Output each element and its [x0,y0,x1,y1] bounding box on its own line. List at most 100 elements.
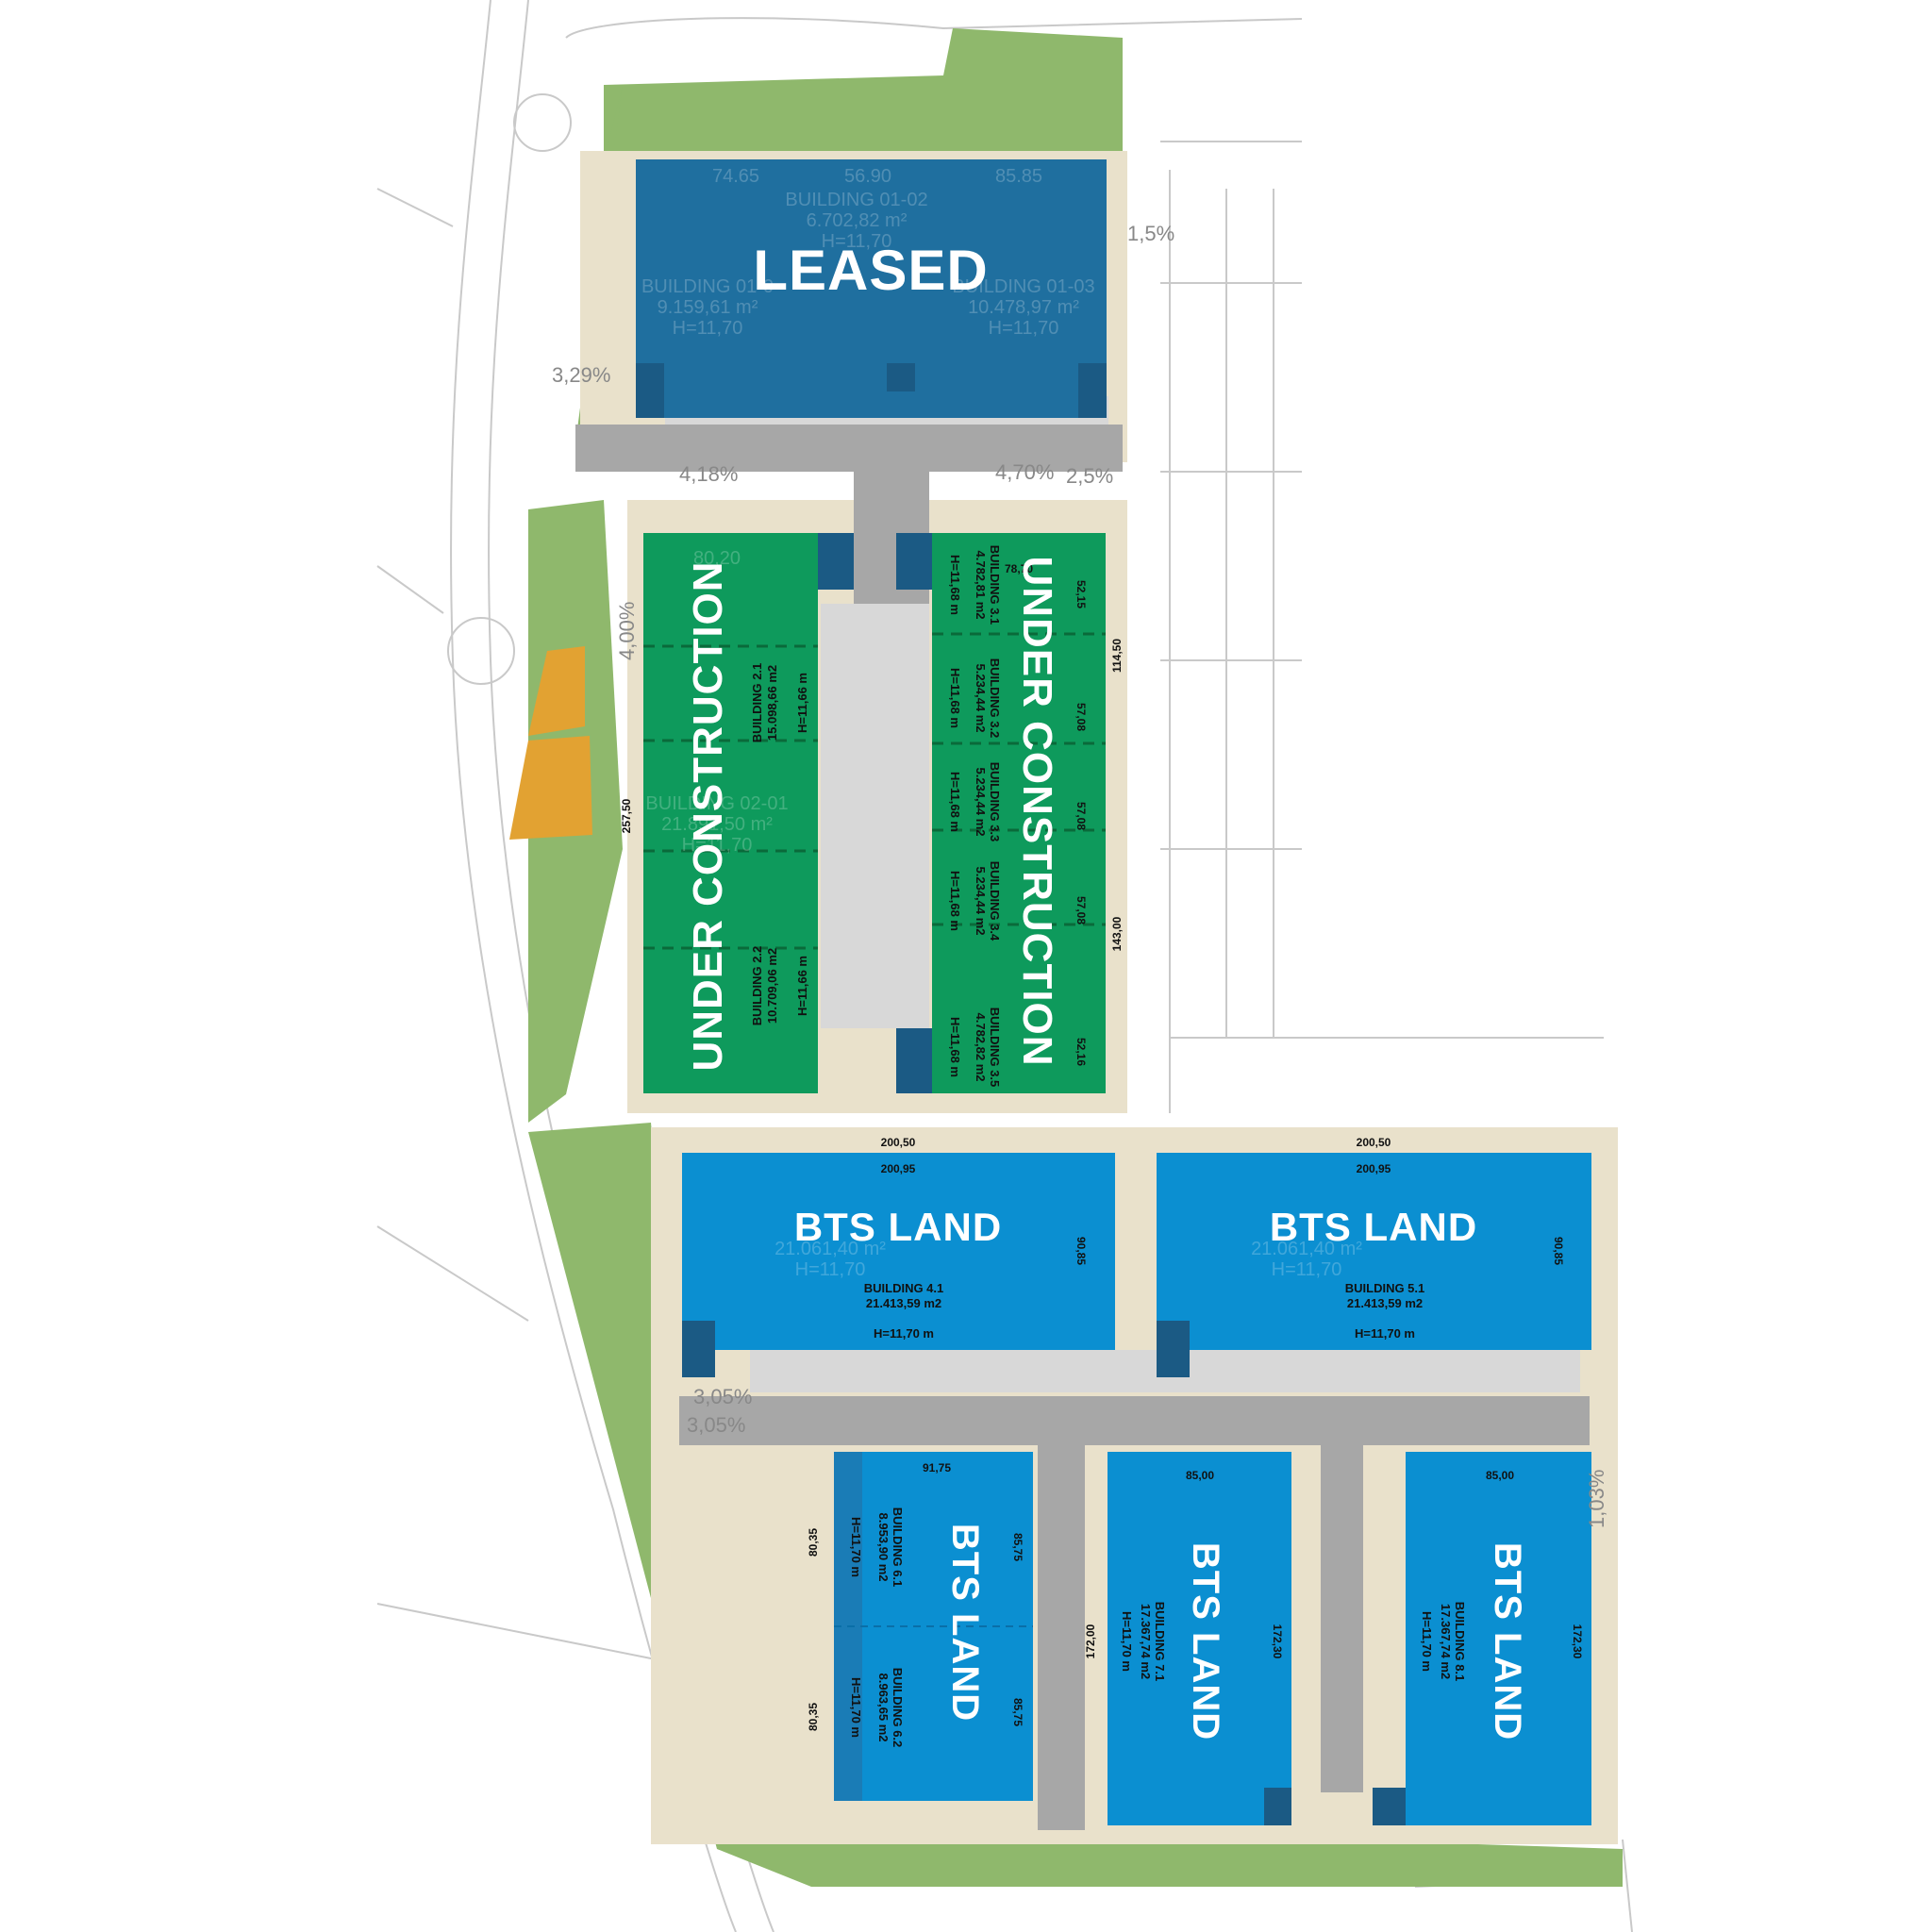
building-area: 17.367,74 m2 [1139,1604,1153,1679]
uc-building-west[interactable]: 80,20 BUILDING 02-01 21.891,50 m² H=11,7… [620,533,854,1093]
building-height: H=11,70 m [849,1517,863,1577]
dim-label: 200,95 [881,1162,916,1175]
building-name: BUILDING 02-01 [645,793,788,814]
building-name: BUILDING 2.1 [750,663,764,743]
dim-label: 85,75 [1011,1698,1024,1726]
dock-block [896,1028,932,1093]
building-name: BUILDING 5.1 [1345,1281,1425,1295]
building-area: 6.702,82 m² [807,210,908,231]
slope-label: 2,5% [1066,464,1113,488]
building-area: 21.413,59 m2 [866,1296,941,1310]
dim-label: 56.90 [844,166,891,187]
building-name: BUILDING 01-02 [785,190,927,210]
under-construction-label: UNDER CONSTRUCTION [685,560,731,1071]
building-height: H=11,68 m [948,555,962,615]
slope-label: 1,5% [1127,222,1174,245]
uc-east-unit: H=11,68 m 5.234,44 m2 BUILDING 3.4 57,08 [948,861,1088,941]
building-height: H=11,66 m [795,673,809,733]
dock-block [1264,1788,1291,1825]
dim-label: 85,00 [1186,1469,1214,1482]
building-area: 21.891,50 m² [661,814,773,835]
building-height: H=11,68 m [948,1017,962,1077]
dim-label: 200,95 [1357,1162,1391,1175]
under-construction-label: UNDER CONSTRUCTION [1014,556,1060,1066]
building-name: BUILDING 3.2 [988,658,1002,739]
building-name: BUILDING 01-0 [641,276,774,297]
bts-land-label: BTS LAND [944,1524,986,1722]
dock-block [636,363,664,418]
building-area: 15.098,66 m2 [765,665,779,741]
building-name: BUILDING 3.4 [988,861,1002,941]
dim-label: 200,50 [1357,1136,1391,1149]
dim-label: 90,85 [1552,1237,1565,1265]
bts-building-4[interactable]: 200,95 21.061,40 m² H=11,70 BTS LAND BUI… [682,1153,1115,1377]
building-area: 10.478,97 m² [968,297,1079,318]
uc-east-unit: H=11,68 m 5.234,44 m2 BUILDING 3.2 57,08 [948,658,1088,739]
slope-label: 4,70% [995,460,1054,484]
building-name: BUILDING 3.1 [988,545,1002,625]
dock-block [818,533,854,590]
building-area: 8.953,90 m2 [876,1512,891,1581]
uc-east-unit: H=11,68 m 4.782,82 m2 BUILDING 3.5 52,16 [948,1008,1088,1088]
building-height: H=11,70 [989,318,1059,339]
slope-label: 4,00% [615,602,639,660]
uc-building-east[interactable]: 78,70 UNDER CONSTRUCTION H=11,68 m 4.782… [896,533,1124,1093]
bts-land-label: BTS LAND [1185,1542,1226,1740]
slope-labels: 1,5% 3,29% 4,18% 4,70% 2,5% 4,00% 3,05% … [552,222,1608,1528]
building-area: 4.782,81 m2 [974,550,988,619]
building-name: BUILDING 01-03 [952,276,1094,297]
building-name: BUILDING 6.1 [891,1507,905,1588]
building-height: H=11,68 m [948,871,962,931]
slope-label: 3,05% [687,1413,745,1437]
building-name: BUILDING 2.2 [750,946,764,1026]
building-height: H=11,70 [682,835,753,856]
road-north [575,425,1123,472]
dim-label: 172,00 [1084,1624,1097,1658]
green-area-north [604,28,1123,160]
building-area: 5.234,44 m2 [974,866,988,935]
building-height: H=11,70 m [1355,1326,1415,1341]
building-area: 9.159,61 m² [658,297,758,318]
building-area: 5.234,44 m2 [974,663,988,732]
building-height: H=11,70 m [1120,1611,1134,1672]
road-bts-6-7 [1038,1443,1085,1830]
road-bts-7-8 [1321,1443,1363,1792]
uc-east-unit: H=11,68 m 5.234,44 m2 BUILDING 3.3 57,08 [948,762,1088,842]
bts-land-label: BTS LAND [794,1205,1002,1249]
building-height: H=11,68 m [948,772,962,832]
dim-label: 172,30 [1271,1624,1284,1659]
building-area: 21.413,59 m2 [1347,1296,1423,1310]
dim-label: 200,50 [881,1136,916,1149]
leased-label: LEASED [753,239,988,302]
bts-land-label: BTS LAND [1487,1542,1528,1740]
dim-label: 57,08 [1074,703,1088,731]
building-name: BUILDING 4.1 [864,1281,944,1295]
building-name: BUILDING 6.2 [891,1668,905,1748]
slope-label: 3,29% [552,363,610,387]
bts-building-5[interactable]: 200,95 21.061,40 m² H=11,70 BTS LAND BUI… [1157,1153,1591,1377]
slope-label: 1,03% [1585,1470,1608,1528]
building-name: BUILDING 3.3 [988,762,1002,842]
road-south [679,1396,1590,1445]
dim-label: 172,30 [1571,1624,1584,1659]
dim-label: 52,15 [1074,580,1088,608]
building-name: BUILDING 7.1 [1153,1602,1167,1682]
building-name: BUILDING 8.1 [1453,1602,1467,1682]
green-strip-south [528,1123,1623,1887]
bts-building-8[interactable]: 85,00 BTS LAND H=11,70 m 17.367,74 m2 BU… [1373,1452,1591,1825]
slope-label: 3,05% [693,1385,752,1408]
building-area: 5.234,44 m2 [974,767,988,836]
bts-building-6[interactable]: 91,75 BTS LAND H=11,70 m 8.953,90 m2 BUI… [807,1452,1033,1801]
building-height: H=11,70 m [849,1677,863,1738]
dock-block [887,363,915,391]
building-area: 8.963,65 m2 [876,1673,891,1741]
building-height: H=11,66 m [795,956,809,1016]
faded-area: 21.061,40 m² [1251,1239,1362,1259]
bts-building-7[interactable]: 85,00 BTS LAND H=11,70 m 17.367,74 m2 BU… [1108,1452,1291,1825]
leased-building[interactable]: 74.65 56.90 85.85 BUILDING 01-02 6.702,8… [636,159,1107,418]
dock-block [1373,1788,1406,1825]
faded-height: H=11,70 [795,1259,866,1280]
building-name: BUILDING 3.5 [988,1008,1002,1088]
dim-label: 114,50 [1110,639,1124,673]
orange-plot-north [528,646,585,736]
